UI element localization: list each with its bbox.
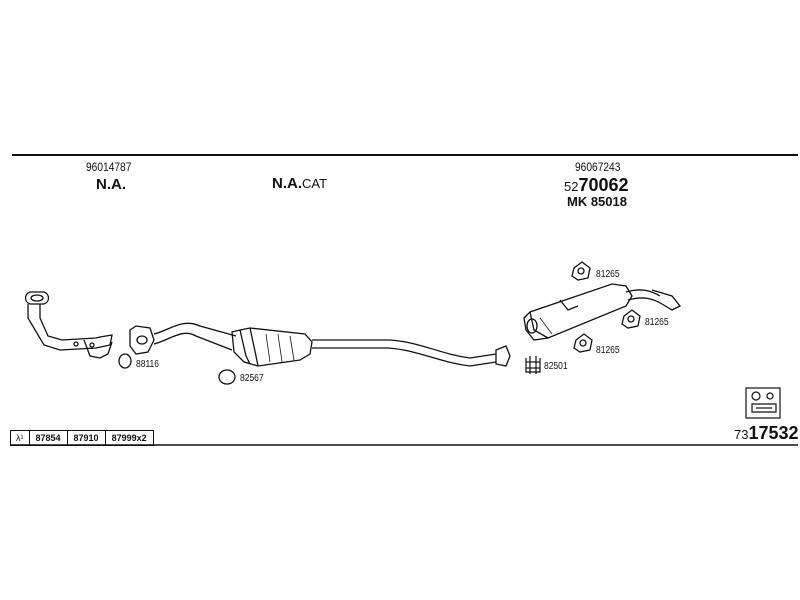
hanger-81265-bottom-icon <box>573 333 593 353</box>
rear-part-code-prefix: 52 <box>564 179 579 194</box>
cat-part-label: N.A.CAT <box>272 176 327 192</box>
cat-part-label-suffix: CAT <box>302 176 328 191</box>
front-downpipe <box>24 291 113 359</box>
catalytic-converter-pipe <box>129 322 511 367</box>
cat-part-label-main: N.A. <box>272 175 302 192</box>
lambda-cell: λ¹ <box>11 431 30 445</box>
component-label-88116: 88116 <box>136 359 160 370</box>
component-label-82567: 82567 <box>240 373 264 384</box>
rear-part-number: 96067243 <box>575 160 621 174</box>
left-part-number: 96014787 <box>86 160 132 174</box>
ref-cell-2: 87910 <box>68 431 106 445</box>
rear-part-mk: MK 85018 <box>567 194 627 209</box>
rear-silencer <box>523 283 682 341</box>
component-label-81265-bottom: 81265 <box>596 345 620 356</box>
component-label-82501: 82501 <box>544 361 568 372</box>
reference-number: 7317532 <box>734 424 799 443</box>
exhaust-kit-icon <box>745 387 781 419</box>
ref-cell-3: 87999x2 <box>106 431 154 445</box>
rear-part-code: 5270062 <box>564 176 629 195</box>
reference-number-prefix: 73 <box>734 427 749 442</box>
hanger-81265-top-icon <box>571 261 591 281</box>
component-label-81265-right: 81265 <box>645 317 669 328</box>
rear-part-code-main: 70062 <box>578 175 629 195</box>
reference-number-main: 17532 <box>748 423 799 443</box>
left-part-label: N.A. <box>96 176 126 193</box>
footer-reference-table: λ¹ 87854 87910 87999x2 <box>10 430 154 446</box>
clamp-82501-icon <box>525 356 541 374</box>
ref-cell-1: 87854 <box>30 431 68 445</box>
component-label-81265-top: 81265 <box>596 269 620 280</box>
ring-82567-icon <box>218 369 236 385</box>
gasket-88116-icon <box>118 353 132 369</box>
hanger-81265-right-icon <box>621 309 641 329</box>
